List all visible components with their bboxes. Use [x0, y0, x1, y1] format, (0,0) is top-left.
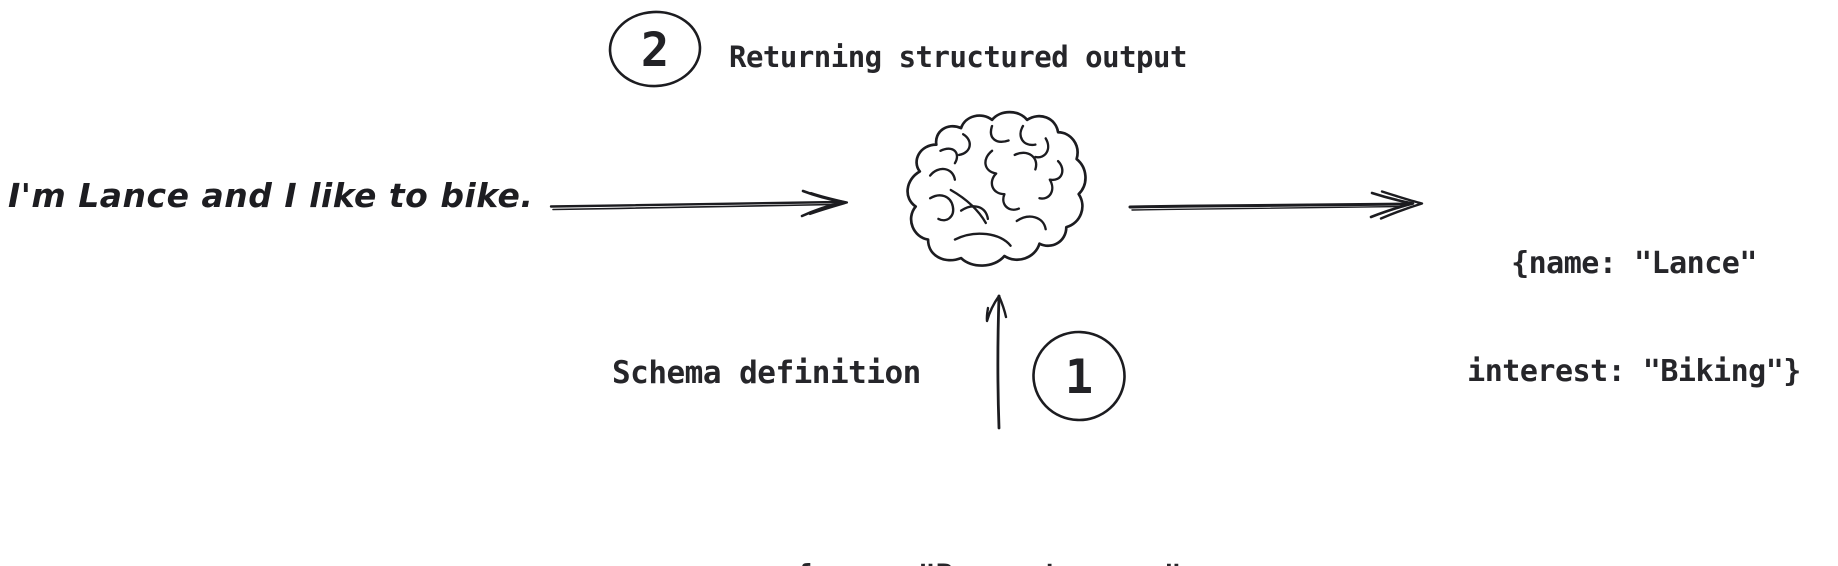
- step-1-number: 1: [1064, 349, 1094, 405]
- brain-icon: [906, 110, 1087, 267]
- schema-definition-label: Schema definition: [612, 355, 921, 391]
- step-1-circle-icon: [1032, 330, 1126, 422]
- user-message-text: I'm Lance and I like to bike.: [8, 176, 534, 215]
- step-2-number: 2: [640, 22, 670, 78]
- output-json-line1: {name: "Lance": [1511, 246, 1757, 281]
- output-json-line2: interest: "Biking"}: [1467, 354, 1801, 389]
- input-arrow-icon: [549, 189, 849, 218]
- output-json-block: {name: "Lance" interest: "Biking"}: [1434, 174, 1834, 462]
- output-arrow-icon: [1128, 190, 1424, 220]
- schema-json-line1: {name: "Person's name": [678, 557, 1298, 566]
- schema-arrow-up-icon: [985, 294, 1008, 430]
- diagram-title: Returning structured output: [729, 40, 1187, 74]
- step-2-circle-icon: [608, 10, 702, 88]
- schema-json-block: {name: "Person's name" interest: "Person…: [678, 479, 1298, 566]
- step-1-badge: 1: [1030, 328, 1128, 424]
- step-2-badge: 2: [606, 9, 704, 89]
